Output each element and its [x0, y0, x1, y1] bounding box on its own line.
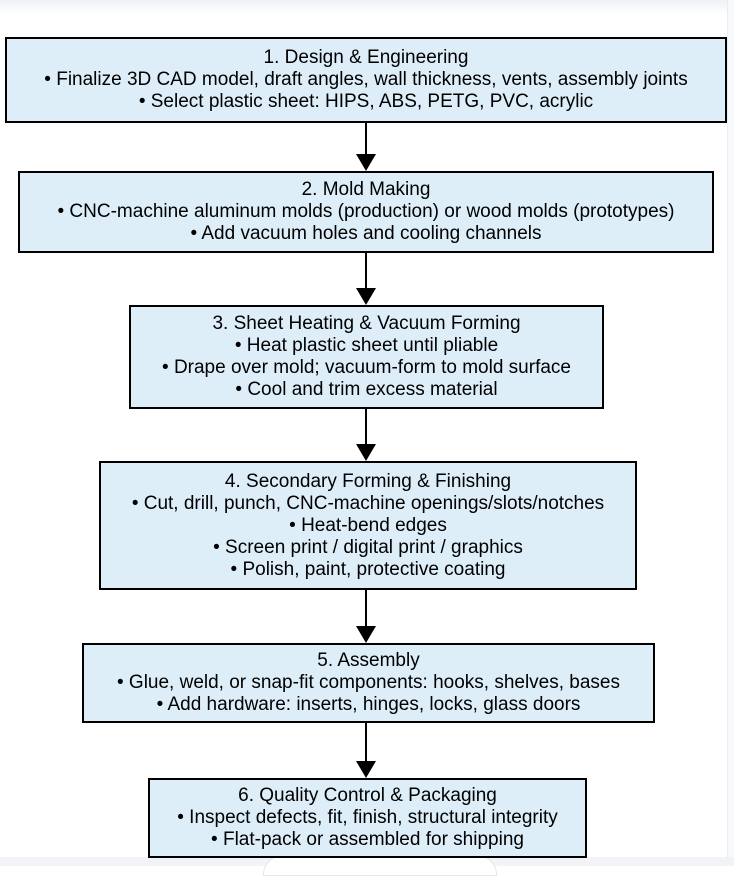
right-page-edge [727, 0, 734, 866]
flow-step-4-bullet: • Polish, paint, protective coating [230, 558, 506, 580]
flow-step-5-bullet: • Glue, weld, or snap-fit components: ho… [116, 672, 621, 693]
arrow-shaft [365, 253, 367, 288]
arrowhead-down-icon [356, 761, 376, 778]
flow-step-6-box: 6. Quality Control & Packaging • Inspect… [148, 778, 587, 858]
flow-step-4-bullet: • Heat-bend edges [289, 514, 447, 536]
flow-step-1-box: 1. Design & Engineering • Finalize 3D CA… [5, 37, 727, 123]
arrow-shaft [365, 590, 367, 626]
flow-step-3-title: 3. Sheet Heating & Vacuum Forming [212, 313, 521, 334]
flow-step-6-bullet: • Inspect defects, fit, finish, structur… [177, 807, 558, 828]
arrow-connector-2 [356, 253, 376, 305]
flow-step-3-bullet: • Cool and trim excess material [235, 379, 498, 400]
flow-step-3-bullet: • Drape over mold; vacuum-form to mold s… [162, 357, 571, 378]
flow-step-6-bullet: • Flat-pack or assembled for shipping [211, 829, 524, 850]
flow-step-1-bullet: • Select plastic sheet: HIPS, ABS, PETG,… [138, 91, 594, 112]
flow-step-6-title: 6. Quality Control & Packaging [238, 785, 497, 806]
flow-step-2-box: 2. Mold Making • CNC-machine aluminum mo… [18, 171, 714, 253]
flow-step-2-title: 2. Mold Making [301, 179, 431, 200]
flow-step-5-box: 5. Assembly • Glue, weld, or snap-fit co… [82, 643, 655, 723]
arrowhead-down-icon [356, 626, 376, 643]
flow-step-4-bullet: • Cut, drill, punch, CNC-machine opening… [131, 492, 605, 514]
arrowhead-down-icon [356, 444, 376, 461]
flow-step-3-bullet: • Heat plastic sheet until pliable [234, 335, 499, 356]
flow-step-2-bullet: • Add vacuum holes and cooling channels [190, 223, 542, 244]
flow-step-1-bullet: • Finalize 3D CAD model, draft angles, w… [44, 69, 688, 90]
arrow-shaft [365, 409, 367, 444]
flow-step-4-bullet: • Screen print / digital print / graphic… [213, 536, 523, 558]
flow-step-3-box: 3. Sheet Heating & Vacuum Forming • Heat… [129, 305, 604, 409]
flow-step-4-box: 4. Secondary Forming & Finishing • Cut, … [99, 461, 637, 590]
arrow-connector-4 [356, 590, 376, 643]
arrowhead-down-icon [356, 288, 376, 305]
flow-step-5-bullet: • Add hardware: inserts, hinges, locks, … [156, 694, 581, 715]
arrowhead-down-icon [356, 154, 376, 171]
arrow-shaft [365, 123, 367, 154]
bottom-rounded-panel [263, 856, 497, 876]
flow-step-2-bullet: • CNC-machine aluminum molds (production… [57, 201, 675, 222]
top-page-band [0, 0, 734, 14]
arrow-shaft [365, 723, 367, 761]
arrow-connector-1 [356, 123, 376, 171]
arrow-connector-3 [356, 409, 376, 461]
arrow-connector-5 [356, 723, 376, 778]
flow-step-4-title: 4. Secondary Forming & Finishing [224, 470, 512, 492]
flow-step-1-title: 1. Design & Engineering [263, 47, 469, 68]
flow-step-5-title: 5. Assembly [317, 650, 420, 671]
